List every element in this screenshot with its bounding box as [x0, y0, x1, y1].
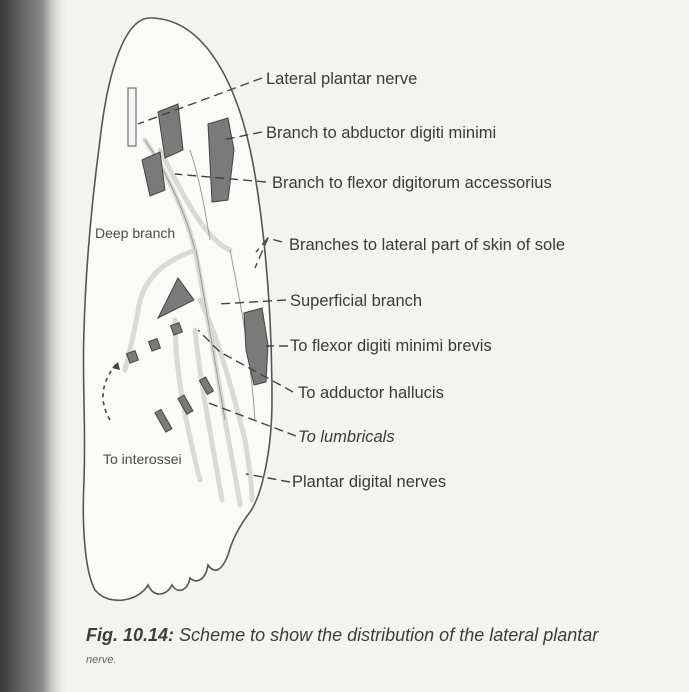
caption-text-line2: nerve.: [86, 654, 117, 666]
label-deep-branch: Deep branch: [95, 225, 175, 241]
figure-caption: Fig. 10.14: Scheme to show the distribut…: [86, 624, 686, 671]
label-adductor-hallucis: To adductor hallucis: [298, 384, 444, 402]
label-lumbricals: To lumbricals: [298, 428, 395, 446]
label-abductor-digiti-minimi: Branch to abductor digiti minimi: [266, 124, 496, 142]
label-interossei: To interossei: [103, 451, 182, 467]
abductor-digiti-minimi-muscle: [128, 88, 136, 146]
page-shadow: [0, 0, 70, 692]
caption-figure-number: Fig. 10.14:: [86, 625, 174, 645]
label-plantar-digital-nerves: Plantar digital nerves: [292, 473, 446, 491]
label-skin-of-sole: Branches to lateral part of skin of sole: [289, 236, 565, 254]
caption-text: Scheme to show the distribution of the l…: [179, 625, 598, 645]
label-lateral-plantar-nerve: Lateral plantar nerve: [266, 70, 417, 88]
label-superficial-branch: Superficial branch: [290, 292, 422, 310]
label-flexor-digiti-minimi-brevis: To flexor digiti minimi brevis: [290, 337, 492, 355]
label-flexor-digitorum-accessorius: Branch to flexor digitorum accessorius: [272, 174, 552, 192]
